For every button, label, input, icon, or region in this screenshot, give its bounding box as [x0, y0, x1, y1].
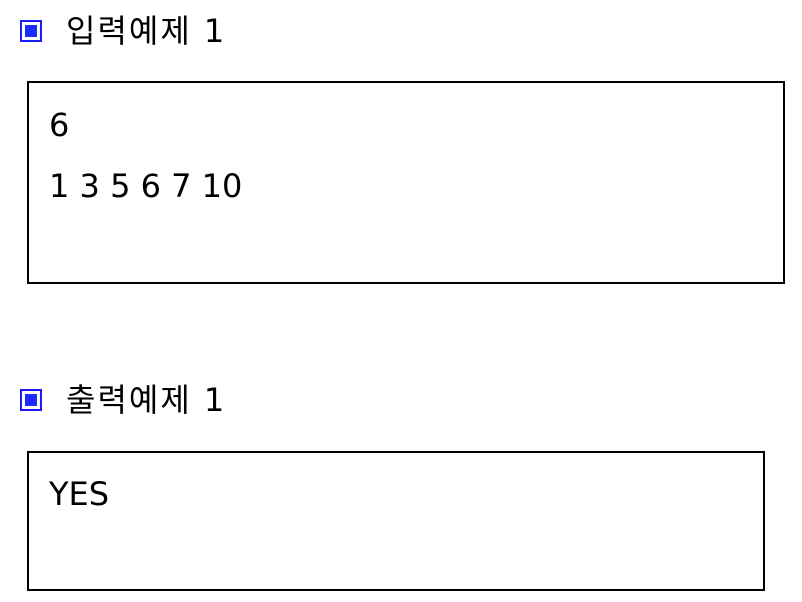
- output-example-title: 출력예제 1: [66, 381, 227, 419]
- output-example-box: YES: [27, 451, 765, 591]
- input-line-2: 1 3 5 6 7 10: [49, 167, 243, 205]
- blue-square-icon: [20, 20, 42, 42]
- input-example-box: 6 1 3 5 6 7 10: [27, 81, 785, 284]
- input-example-header: 입력예제 1: [20, 11, 226, 51]
- output-example-header: 출력예제 1: [20, 380, 226, 420]
- blue-square-icon: [20, 389, 42, 411]
- output-line-1: YES: [49, 475, 110, 513]
- input-example-title: 입력예제 1: [66, 12, 227, 50]
- input-line-1: 6: [49, 106, 70, 144]
